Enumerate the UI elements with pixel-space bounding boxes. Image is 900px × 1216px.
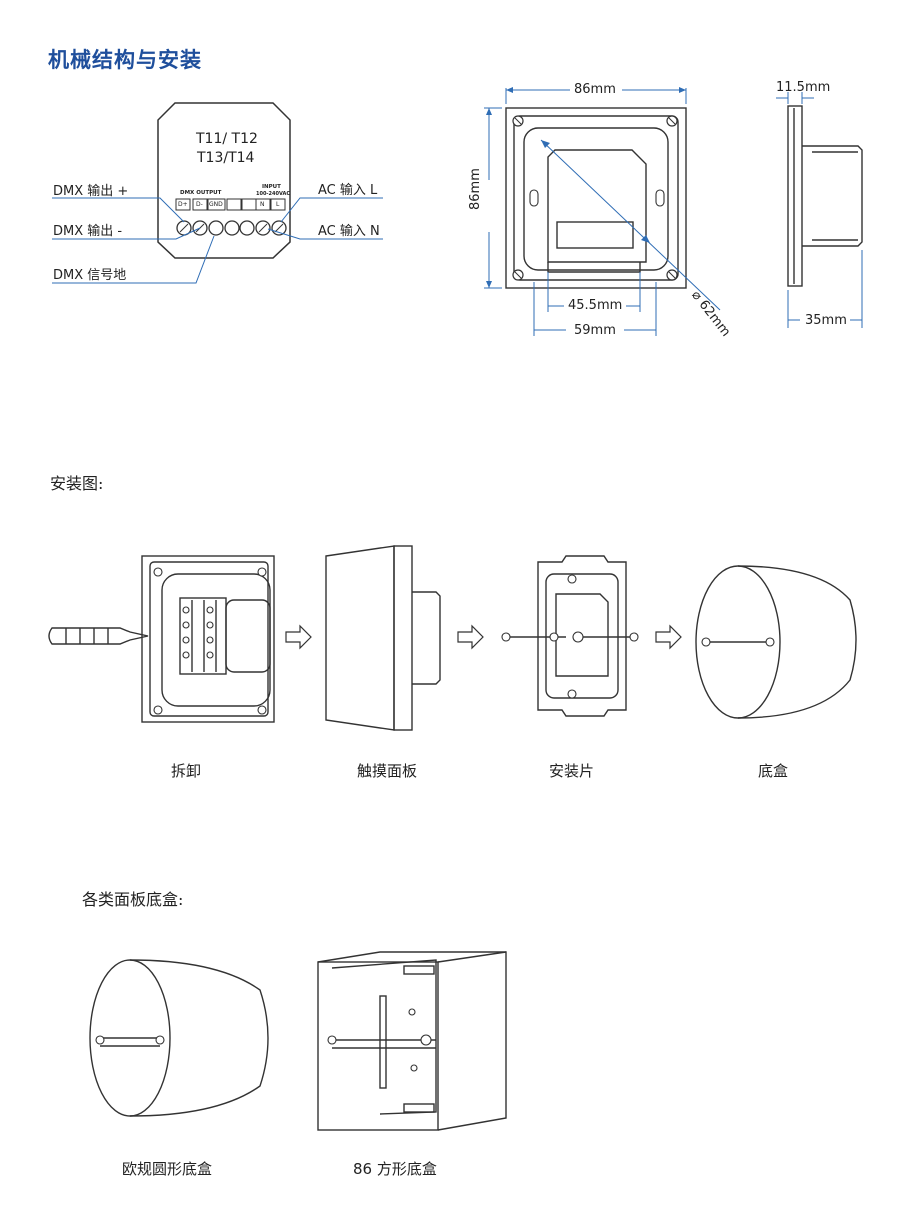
dim-11-5: 11.5mm	[776, 80, 831, 95]
label-ac-l: AC 输入 L	[318, 183, 378, 198]
leader-lines	[52, 197, 383, 284]
header-dmx-output: DMX OUTPUT	[180, 190, 222, 196]
terminal-label-l: L	[276, 201, 280, 208]
step-caption-back-box: 底盒	[758, 762, 789, 780]
header-input-voltage: 100-240VAC	[256, 191, 291, 197]
label-dmx-minus: DMX 输出 -	[53, 224, 123, 239]
section-title: 机械结构与安装	[48, 48, 202, 72]
slots	[529, 189, 665, 207]
step-caption-touch-panel: 触摸面板	[357, 762, 418, 780]
dim-width-86: 86mm	[574, 82, 616, 97]
step-caption-mounting-plate: 安装片	[549, 762, 595, 780]
terminal-label-boxes	[175, 198, 286, 211]
step-caption-remove: 拆卸	[171, 762, 202, 780]
euro-round-box	[89, 959, 269, 1117]
dim-45-5: 45.5mm	[568, 298, 623, 313]
model-line-1: T11/ T12	[196, 131, 258, 147]
header-input: INPUT	[262, 184, 281, 190]
terminal-label-d-minus: D-	[196, 201, 203, 208]
label-dmx-ground: DMX 信号地	[53, 268, 127, 283]
arrow-3	[655, 624, 682, 650]
dimension-lines	[484, 88, 721, 336]
terminal-label-n: N	[260, 201, 265, 208]
module-body	[157, 102, 291, 259]
touch-panel-side	[325, 545, 441, 731]
label-dmx-plus: DMX 输出 +	[53, 184, 129, 199]
model-line-2: T13/T14	[197, 150, 255, 166]
terminal-label-d-plus: D+	[178, 201, 188, 208]
dim-35: 35mm	[805, 313, 847, 328]
round-back-box	[695, 565, 857, 719]
dim-59: 59mm	[574, 323, 616, 338]
box-caption-euro-round: 欧规圆形底盒	[122, 1160, 213, 1178]
outer-frame	[505, 107, 687, 289]
install-heading: 安装图:	[50, 474, 104, 493]
panel-back-with-screwdriver	[48, 555, 275, 723]
label-ac-n: AC 输入 N	[318, 224, 380, 239]
arrow-2	[457, 624, 484, 650]
square-86-box	[317, 951, 507, 1131]
box-caption-86-square: 86 方形底盒	[353, 1160, 437, 1178]
box-types-heading: 各类面板底盒:	[82, 890, 184, 909]
terminal-label-gnd: GND	[209, 201, 223, 208]
arrow-1	[285, 624, 312, 650]
